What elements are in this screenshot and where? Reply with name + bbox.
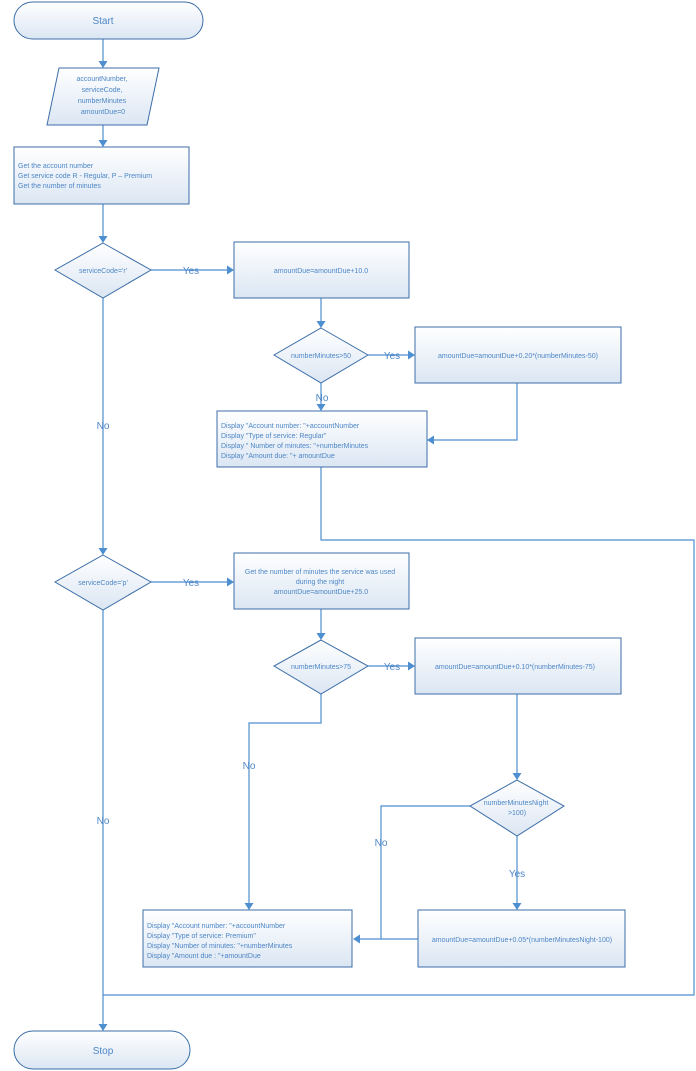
svg-text:Display "Account number: "+acc: Display "Account number: "+accountNumber…: [221, 423, 370, 460]
arrowheads: [98, 61, 522, 1031]
process-regular-extra: amountDue=amountDue+0.20*(numberMinutes-…: [414, 326, 622, 384]
yes-label: Yes: [509, 869, 525, 880]
edge-display-regular-stop: [103, 467, 695, 996]
input-parallelogram: accountNumber, serviceCode, numberMinute…: [46, 67, 160, 126]
edge-regular-extra-display: [431, 383, 518, 441]
svg-text:Get the number of minutes the: Get the number of minutes the service wa…: [245, 569, 397, 596]
decision-p-label: serviceCode='p': [78, 580, 128, 587]
decision-r-label: serviceCode='r': [79, 268, 127, 275]
premium-night-label: amountDue=amountDue+0.05*(numberMinutesN…: [432, 937, 612, 944]
arrow-decision-r-minutes: [316, 321, 326, 328]
no-label: No: [375, 838, 388, 849]
input-line: amountDue=0: [81, 109, 125, 116]
decision-r-minutes-label: numberMinutes>50: [291, 353, 351, 360]
svg-text:numberMinutesNight >100): numberMinutesNight >100): [484, 800, 551, 817]
process-premium-night: amountDue=amountDue+0.05*(numberMinutesN…: [417, 909, 626, 968]
display-premium-line: Display "Number of minutes: "+numberMinu…: [147, 943, 293, 950]
process-regular-base: amountDue=amountDue+10.0: [233, 241, 410, 299]
regular-base-label: amountDue=amountDue+10.0: [274, 268, 368, 275]
arrow-regular-base: [227, 265, 234, 275]
yes-label: Yes: [384, 662, 400, 673]
arrow-display-regular: [316, 404, 326, 411]
terminal-start: Start: [13, 1, 204, 40]
decision-night-line: >100): [508, 810, 526, 817]
regular-extra-label: amountDue=amountDue+0.20*(numberMinutes-…: [438, 353, 598, 360]
edge-labels: Yes No Yes No Yes No Yes No Yes No: [97, 266, 526, 880]
start-label: Start: [92, 16, 113, 27]
display-regular-line: Display "Type of service: Regular": [221, 433, 327, 440]
display-regular-line: Display "Amount due: "+ amountDue: [221, 453, 335, 460]
svg-text:Get the account number G: Get the account number Get service code …: [18, 163, 154, 190]
decision-night-minutes: numberMinutesNight >100): [469, 779, 565, 837]
arrow-get: [98, 140, 108, 147]
arrow-display-regular-side: [427, 435, 434, 445]
arrow-input: [98, 61, 108, 68]
display-premium-line: Display "Amount due : "+amountDue: [147, 953, 261, 960]
get-line: Get service code R - Regular, P – Premiu…: [18, 173, 152, 180]
display-premium-line: Display "Account number: "+accountNumber: [147, 923, 286, 930]
decision-service-p: serviceCode='p': [53, 554, 153, 611]
arrow-decision-night: [512, 773, 522, 780]
arrow-regular-extra: [408, 350, 415, 360]
process-premium-extra: amountDue=amountDue+0.10*(numberMinutes-…: [414, 637, 622, 695]
premium-base-line: Get the number of minutes the service wa…: [245, 569, 395, 576]
no-label: No: [97, 421, 110, 432]
yes-label: Yes: [183, 578, 199, 589]
decision-service-r: serviceCode='r': [53, 242, 153, 299]
decision-p-minutes-label: numberMinutes>75: [291, 664, 351, 671]
svg-text:Display "Account number: "+acc: Display "Account number: "+accountNumber…: [147, 923, 294, 960]
process-get-inputs: Get the account number Get service code …: [13, 146, 190, 205]
premium-base-line: during the night: [296, 579, 344, 586]
decision-premium-minutes: numberMinutes>75: [272, 639, 370, 695]
arrow-premium-extra: [408, 661, 415, 671]
display-premium: Display "Account number: "+accountNumber…: [142, 909, 353, 968]
process-premium-base: Get the number of minutes the service wa…: [233, 552, 410, 610]
get-line: Get the account number: [18, 163, 94, 170]
arrow-stop: [98, 1024, 108, 1031]
arrow-premium-base: [227, 577, 234, 587]
yes-label: Yes: [183, 266, 199, 277]
edge-decision-p-minutes-no: [248, 694, 322, 906]
input-line: numberMinutes: [78, 98, 127, 105]
display-regular: Display "Account number: "+accountNumber…: [216, 410, 428, 468]
stop-label: Stop: [93, 1046, 114, 1057]
yes-label: Yes: [384, 351, 400, 362]
edge-night-no: [380, 805, 470, 939]
arrow-decision-p-minutes: [316, 633, 326, 640]
decision-regular-minutes: numberMinutes>50: [273, 327, 369, 384]
no-label: No: [316, 393, 329, 404]
no-label: No: [243, 761, 256, 772]
connectors: [102, 39, 695, 1027]
display-regular-line: Display " Number of minutes: "+numberMin…: [221, 443, 369, 450]
display-premium-line: Display "Type of service: Premium": [147, 933, 256, 940]
arrow-display-premium-side: [353, 934, 360, 944]
premium-extra-label: amountDue=amountDue+0.10*(numberMinutes-…: [435, 664, 595, 671]
arrow-decision-r: [98, 236, 108, 243]
input-line: serviceCode,: [82, 87, 123, 94]
terminal-stop: Stop: [13, 1030, 191, 1070]
decision-night-line: numberMinutesNight: [484, 800, 549, 807]
display-regular-line: Display "Account number: "+accountNumber: [221, 423, 360, 430]
no-label: No: [97, 816, 110, 827]
input-line: accountNumber,: [77, 76, 128, 83]
arrow-decision-p: [98, 548, 108, 555]
arrow-premium-night: [512, 903, 522, 910]
svg-text:accountNumber, serviceCo: accountNumber, serviceCode, numberMinute…: [77, 76, 130, 116]
premium-base-line: amountDue=amountDue+25.0: [274, 589, 368, 596]
arrow-display-premium: [244, 903, 254, 910]
get-line: Get the number of minutes: [18, 183, 101, 190]
